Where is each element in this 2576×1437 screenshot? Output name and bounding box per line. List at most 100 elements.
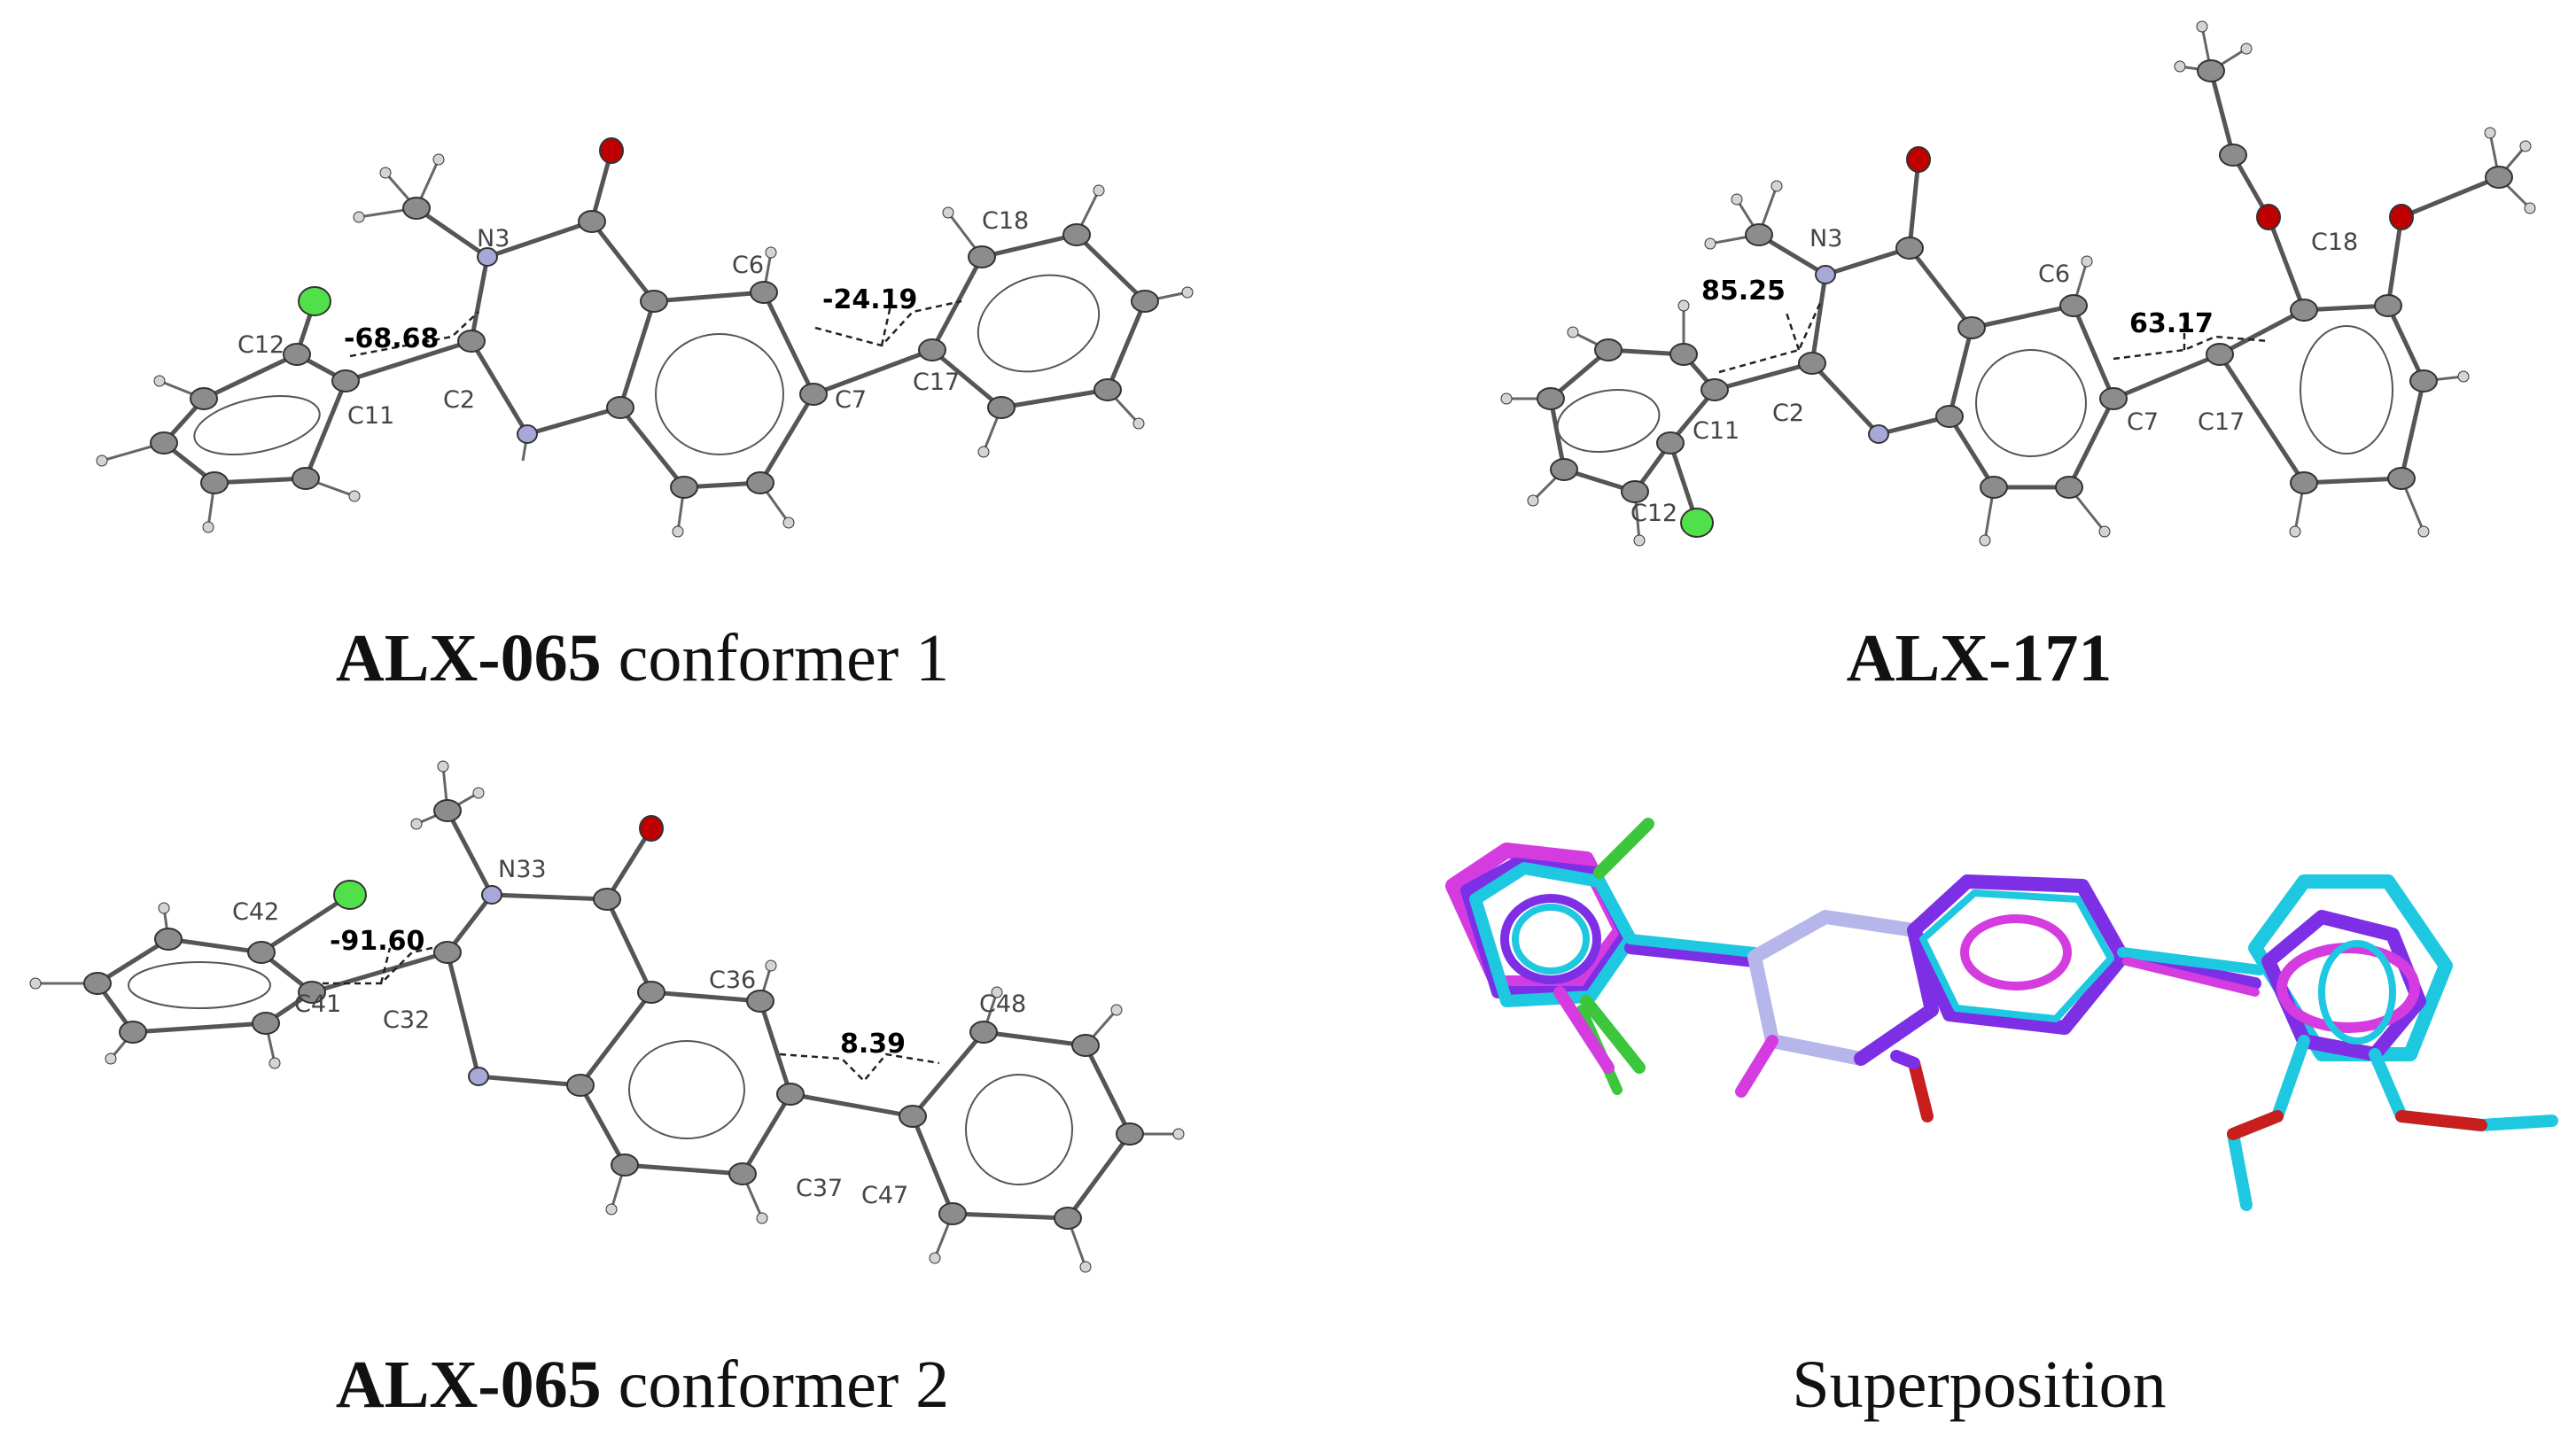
caption-descriptor: conformer 2 [601, 1348, 950, 1422]
hydrogen-atom [1527, 494, 1539, 507]
atom-label: C11 [1693, 417, 1739, 445]
carbon-atom [1537, 387, 1565, 410]
hydrogen-atom [158, 902, 170, 914]
carbon-atom [283, 343, 311, 366]
hydrogen-atom [765, 959, 777, 972]
overlay-ring-benzo [1919, 889, 2114, 1022]
carbon-atom [1895, 237, 1924, 260]
carbon-atom [2059, 294, 2088, 317]
panel-alx065-conformer1: N3 C6 C18 C12 C11 C2 C7 C17 -68.68 -24.1… [0, 0, 1285, 709]
carbon-atom [2219, 144, 2247, 167]
overlay-bond [1735, 1035, 1778, 1098]
bonds [161, 148, 1148, 490]
hydrogen-atom [1500, 392, 1513, 405]
carbon-atom [200, 471, 229, 494]
hydrogen-atom [1567, 326, 1579, 338]
atom-label: C48 [979, 990, 1026, 1018]
atom-label: C12 [237, 331, 284, 359]
carbon-atom [746, 471, 774, 494]
carbon-atom [611, 1153, 639, 1177]
atom-label: C17 [913, 369, 960, 396]
overlay-methoxy [2227, 1110, 2284, 1140]
carbon-atom [2485, 166, 2513, 189]
hydrogen-atom [353, 211, 365, 223]
molecule-alx171: N3 C6 C18 C2 C11 C12 C7 C17 85.25 63.17 [1500, 20, 2536, 547]
carbon-atom [969, 1021, 998, 1044]
carbon-atom [331, 369, 360, 392]
overlay-inner-ring [1500, 894, 1601, 984]
nitrogen-atom [1868, 424, 1889, 444]
carbon-atom [670, 476, 698, 499]
oxygen-atom [1906, 146, 1931, 173]
carbon-atom [252, 1012, 280, 1035]
atom-label: C18 [982, 207, 1029, 235]
hydrogen-atom [268, 1057, 281, 1069]
hydrogen-atom [1079, 1261, 1092, 1273]
hydrogen-atom [105, 1053, 117, 1065]
carbon-atom [776, 1083, 805, 1106]
hydrogen-atom [437, 760, 449, 773]
atom-label: C47 [861, 1182, 908, 1209]
carbon-atom [2055, 476, 2083, 499]
hydrogen-atom [782, 517, 795, 529]
hydrogen-atom [929, 1252, 941, 1264]
oxygen-atom [2256, 204, 2281, 230]
carbon-atom [2206, 343, 2234, 366]
hydrogen-atom [2417, 525, 2430, 538]
overlay-bond [1908, 1057, 1934, 1122]
hydrogen-atom [977, 446, 990, 458]
caption-descriptor: Superposition [1792, 1348, 2167, 1422]
overlay-methoxy [2395, 1110, 2487, 1131]
torsion-angle-label: -24.19 [822, 284, 917, 315]
carbon-atom [728, 1162, 757, 1185]
atom-label: C7 [835, 386, 867, 414]
carbon-atom [2374, 294, 2402, 317]
carbon-atom [987, 396, 1016, 419]
carbon-atom [119, 1021, 147, 1044]
atoms [1500, 20, 2536, 547]
carbon-atom [637, 981, 665, 1004]
overlay-ring-benzo [1907, 874, 2129, 1035]
caption-compound: ALX-171 [1846, 621, 2113, 695]
carbon-atom [2099, 387, 2128, 410]
hydrogen-atom [379, 167, 392, 179]
atom-label: C2 [1772, 400, 1804, 427]
caption-compound: ALX-065 [335, 1348, 602, 1422]
dashed-torsion-guides [1718, 300, 2269, 374]
atoms [96, 137, 1194, 538]
torsion-angle-label: 8.39 [840, 1029, 906, 1060]
carbon-atom [578, 210, 606, 233]
atom-label: C6 [2038, 260, 2070, 288]
caption-alx065-conformer1: ALX-065 conformer 1 [0, 625, 1285, 692]
hydrogen-atom [605, 1203, 618, 1216]
hydrogen-atom [672, 525, 684, 538]
caption-alx065-conformer2: ALX-065 conformer 2 [0, 1351, 1285, 1418]
h-bonds [1506, 26, 2532, 541]
carbon-atom [1798, 352, 1826, 375]
carbon-atom [750, 281, 778, 304]
carbon-atom [83, 972, 112, 995]
overlay-inner-ring [2318, 940, 2396, 1045]
overlay-inner-ring [1960, 914, 2072, 990]
overlay-bond [2117, 947, 2265, 975]
atom-label: C6 [732, 252, 764, 279]
carbon-atom [247, 941, 276, 964]
carbon-atom [1980, 476, 2008, 499]
hydrogen-atom [1132, 417, 1145, 430]
hydrogen-atom [1731, 193, 1743, 206]
carbon-atom [1745, 223, 1773, 246]
carbon-atom [1131, 290, 1159, 313]
overlay-chlorine [1593, 818, 1654, 879]
carbon-atom [918, 338, 946, 361]
atom-label: C32 [383, 1006, 430, 1034]
aromatic-rings [128, 961, 1073, 1185]
atom-label: N33 [498, 856, 547, 883]
carbon-atom [1062, 223, 1091, 246]
dashed-torsion-guides [312, 942, 940, 1083]
oxygen-atom [599, 137, 624, 164]
atom-label: C37 [796, 1175, 843, 1202]
carbon-atom [1656, 431, 1685, 454]
hydrogen-atom [410, 818, 423, 830]
carbon-atom [1550, 458, 1578, 481]
carbon-atom [402, 197, 431, 220]
